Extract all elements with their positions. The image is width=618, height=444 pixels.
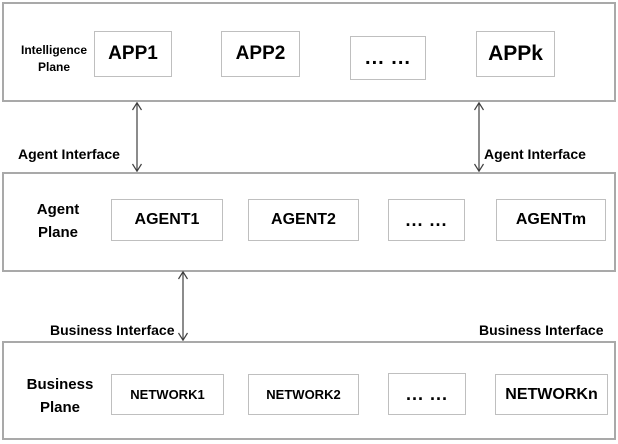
box-appk: APPk (476, 31, 555, 77)
ellipsis-label: ... ... (405, 383, 448, 404)
intelligence-agent-arrow-left (131, 102, 143, 172)
box-app2: APP2 (221, 31, 300, 77)
box-agent2: AGENT2 (248, 199, 359, 241)
intelligence-agent-arrow-right (473, 102, 485, 172)
double-arrow-icon (473, 102, 485, 172)
plane-label-business: Business Plane (26, 376, 94, 416)
box-agent2-label: AGENT2 (271, 211, 336, 228)
box-agentm-label: AGENTm (515, 211, 587, 228)
plane-intelligence: Intelligence Plane APP1 APP2 ... ... APP… (2, 2, 616, 102)
business-interface-label-left: Business Interface (50, 322, 175, 338)
business-interface-label-right: Business Interface (479, 322, 604, 338)
ellipsis-label: ... ... (405, 209, 448, 230)
box-agent1-label: AGENT1 (134, 211, 200, 228)
agent-interface-label-left: Agent Interface (18, 146, 120, 162)
box-app2-label: APP2 (235, 43, 286, 64)
box-network-ellipsis: ... ... (388, 373, 466, 415)
box-network2-label: NETWORK2 (266, 387, 341, 402)
plane-label-agent: Agent Plane (36, 201, 80, 241)
box-appk-label: APPk (488, 42, 543, 65)
box-agent1: AGENT1 (111, 199, 223, 241)
box-agent-ellipsis: ... ... (388, 199, 465, 241)
box-network1-label: NETWORK1 (130, 387, 205, 402)
plane-business: Business Plane NETWORK1 NETWORK2 ... ...… (2, 341, 616, 440)
box-networkn-label: NETWORKn (505, 385, 598, 403)
box-app1: APP1 (94, 31, 172, 77)
box-app1-label: APP1 (108, 43, 158, 64)
plane-label-intelligence: Intelligence Plane (20, 43, 88, 74)
double-arrow-icon (177, 271, 189, 341)
box-app-ellipsis: ... ... (350, 36, 426, 80)
box-agentm: AGENTm (496, 199, 606, 241)
box-network1: NETWORK1 (111, 374, 224, 415)
box-network2: NETWORK2 (248, 374, 359, 415)
box-networkn: NETWORKn (495, 374, 608, 415)
plane-agent: Agent Plane AGENT1 AGENT2 ... ... AGENTm (2, 172, 616, 272)
double-arrow-icon (131, 102, 143, 172)
agent-interface-label-right: Agent Interface (484, 146, 586, 162)
ellipsis-label: ... ... (365, 46, 411, 69)
agent-business-arrow-left (177, 271, 189, 341)
